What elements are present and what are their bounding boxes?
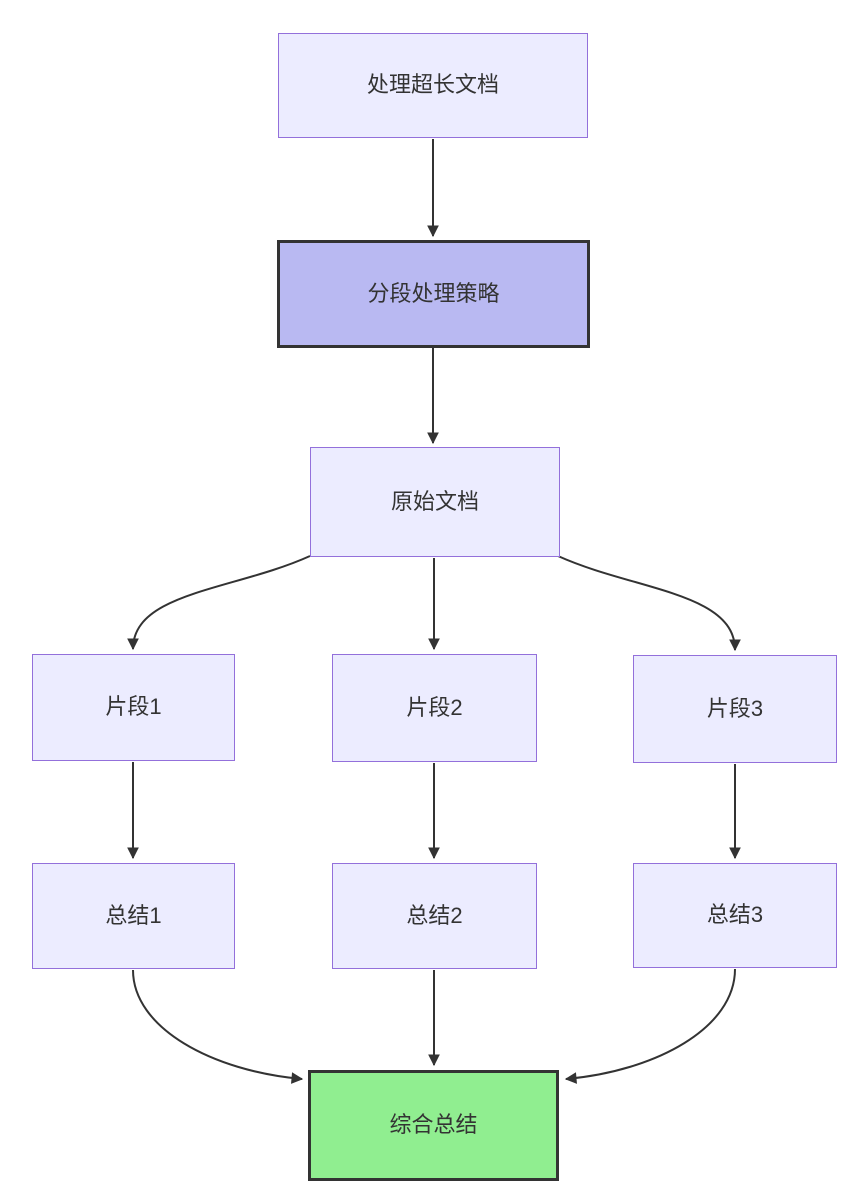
node-summary-2: 总结2	[332, 863, 537, 969]
edge-E1-F	[132, 969, 304, 1084]
edge-C-D3	[557, 555, 741, 652]
node-fragment-1: 片段1	[32, 654, 235, 761]
node-segmentation-strategy: 分段处理策略	[277, 240, 590, 348]
node-final-summary: 综合总结	[308, 1070, 559, 1181]
edge-E3-F	[564, 968, 736, 1084]
node-process-long-doc: 处理超长文档	[278, 33, 588, 138]
node-fragment-2: 片段2	[332, 654, 537, 762]
node-fragment-3: 片段3	[633, 655, 837, 763]
node-original-doc: 原始文档	[310, 447, 560, 557]
node-summary-1: 总结1	[32, 863, 235, 969]
node-summary-3: 总结3	[633, 863, 837, 968]
edge-C-D1	[127, 555, 311, 651]
